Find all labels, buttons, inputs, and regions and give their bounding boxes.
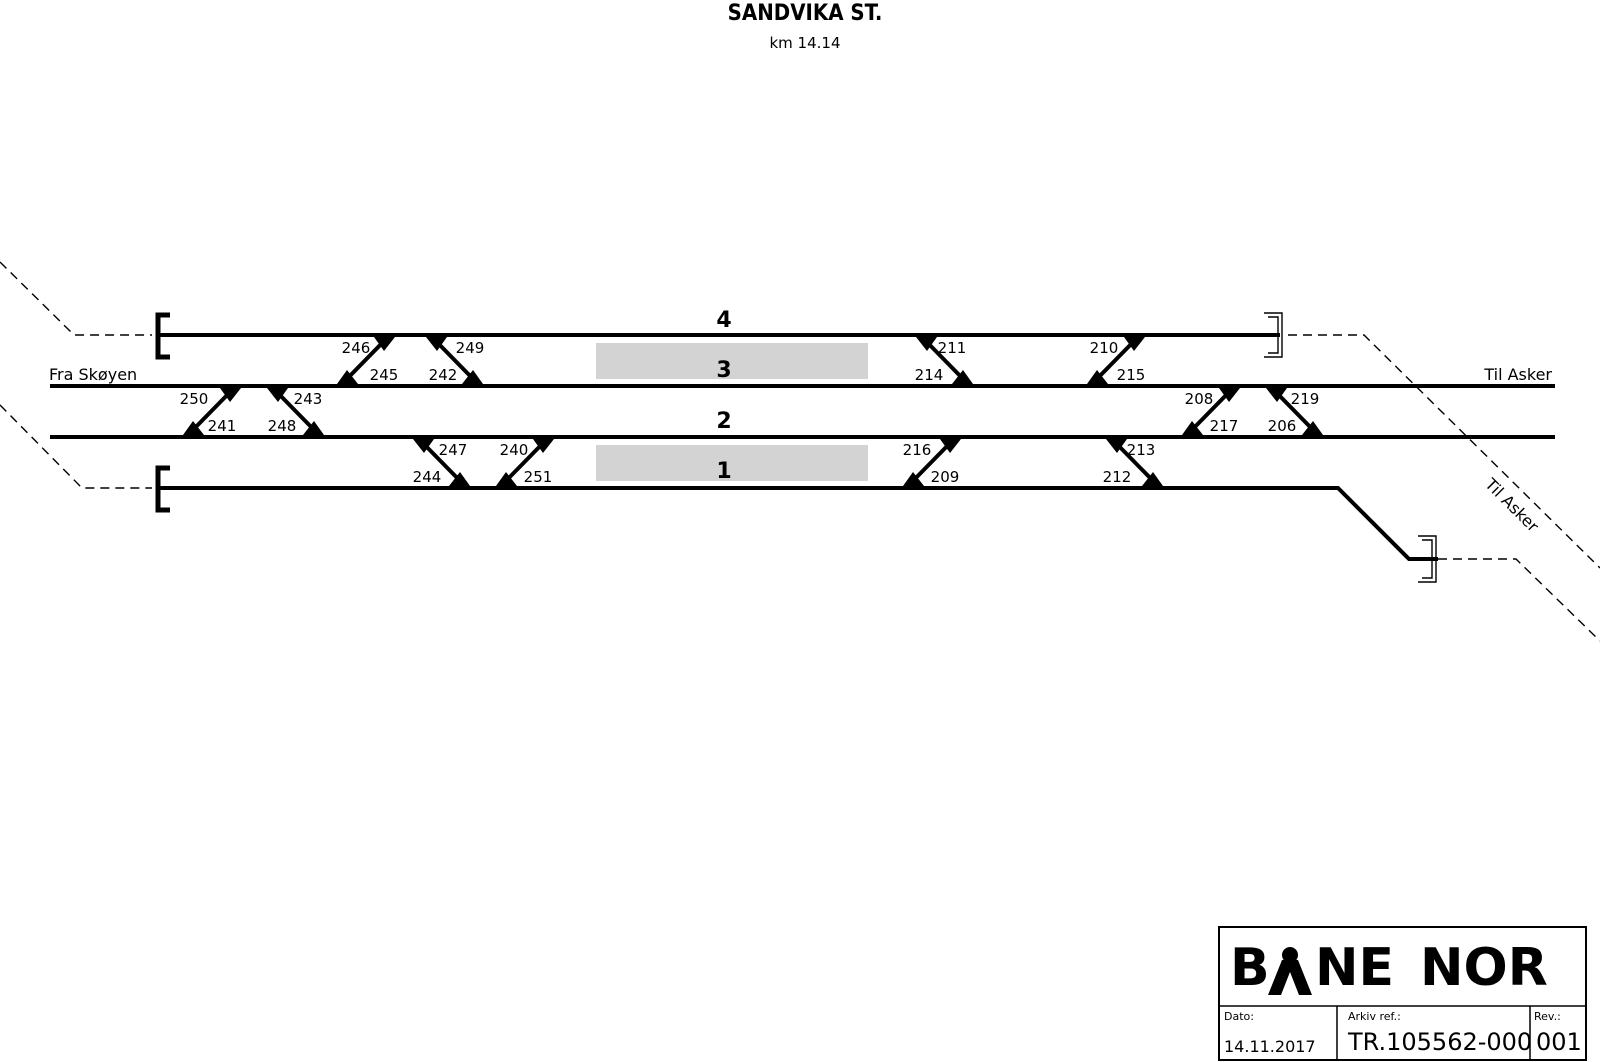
- switch-frog: [533, 439, 554, 453]
- switch-label: 248: [268, 417, 297, 435]
- date-label: Dato:: [1224, 1010, 1254, 1023]
- switch-label: 210: [1090, 339, 1119, 357]
- buffer-stop-left-track-4: [155, 312, 170, 360]
- switch-frog: [426, 337, 447, 351]
- switch-frog: [1182, 421, 1203, 435]
- track-label-1: 1: [716, 459, 731, 484]
- track-label-4: 4: [716, 308, 731, 333]
- switch-label: 209: [931, 468, 960, 486]
- switch-label: 244: [413, 468, 442, 486]
- switch-frog: [337, 370, 358, 384]
- switch-label: 215: [1117, 366, 1146, 384]
- switch-frog: [462, 370, 483, 384]
- switch-label: 242: [429, 366, 458, 384]
- dashed-line-lower-left: [0, 404, 152, 489]
- switch-frog: [1142, 472, 1163, 486]
- buffer-stop-right-track-4: [1264, 312, 1283, 358]
- switch-label: 216: [903, 441, 932, 459]
- rev-value: 001: [1536, 1028, 1582, 1056]
- switch-label: 214: [915, 366, 944, 384]
- switch-frog: [496, 472, 517, 486]
- logo-a-tunnel-mark: [1268, 947, 1312, 995]
- date-value: 14.11.2017: [1224, 1037, 1316, 1056]
- switch-frogs: [183, 337, 1323, 486]
- switch-frog: [183, 421, 204, 435]
- archive-label: Arkiv ref.:: [1348, 1010, 1401, 1023]
- switch-label: 219: [1291, 390, 1320, 408]
- switch-label: 213: [1127, 441, 1156, 459]
- switch-frog: [1124, 337, 1145, 351]
- switch-frog: [1302, 421, 1323, 435]
- dashed-line-upper-right: [1288, 334, 1600, 569]
- buffer-stop-left-track-1: [155, 465, 170, 513]
- track-label-3: 3: [716, 358, 731, 383]
- platform-upper: [596, 343, 868, 379]
- switch-label: 208: [1185, 390, 1214, 408]
- switch-label: 250: [180, 390, 209, 408]
- switch-label: 247: [439, 441, 468, 459]
- logo-letter-b: B: [1230, 938, 1270, 998]
- switch-label: 246: [342, 339, 371, 357]
- switch-frog: [267, 388, 288, 402]
- dashed-line-upper-left: [0, 261, 152, 336]
- dashed-line-lower-right: [1438, 558, 1600, 642]
- switch-labels: 246 249 245 242 211 210 214 215 250 243 …: [180, 339, 1320, 486]
- switch-label: 217: [1210, 417, 1239, 435]
- destination-fra-skoyen: Fra Skøyen: [49, 365, 137, 384]
- track-1: [158, 486, 1438, 561]
- platform-lower: [596, 445, 868, 481]
- switch-frog: [220, 388, 241, 402]
- switch-frog: [1219, 388, 1240, 402]
- switch-frog: [449, 472, 470, 486]
- title-block: B NE NOR Dato: 14.11.2017 Arkiv ref.: TR…: [1218, 926, 1587, 1061]
- title-block-frame: [1218, 926, 1587, 1061]
- switch-label: 241: [208, 417, 237, 435]
- switch-frog: [940, 439, 961, 453]
- switch-frog: [374, 337, 395, 351]
- switch-frog: [1087, 370, 1108, 384]
- rev-label: Rev.:: [1534, 1010, 1561, 1023]
- logo-letters-nor: NOR: [1420, 938, 1548, 998]
- switch-frog: [952, 370, 973, 384]
- switch-label: 211: [938, 339, 967, 357]
- switch-label: 212: [1103, 468, 1132, 486]
- buffer-stop-right-track-1: [1418, 535, 1437, 583]
- station-km: km 14.14: [769, 34, 840, 52]
- switch-label: 240: [500, 441, 529, 459]
- switch-frog: [1266, 388, 1287, 402]
- switch-label: 206: [1268, 417, 1297, 435]
- station-title: SANDVIKA ST.: [728, 1, 883, 26]
- switch-frog: [303, 421, 324, 435]
- logo-letters-ne: NE: [1315, 938, 1394, 998]
- destination-til-asker-main: Til Asker: [1483, 365, 1552, 384]
- switch-label: 243: [294, 390, 323, 408]
- bane-nor-logo: B NE NOR: [1230, 938, 1548, 998]
- switch-label: 245: [370, 366, 399, 384]
- switch-frog: [903, 472, 924, 486]
- archive-value: TR.105562-000: [1347, 1028, 1532, 1056]
- switch-label: 251: [524, 468, 553, 486]
- switch-frog: [413, 439, 434, 453]
- track-label-2: 2: [716, 409, 731, 434]
- switch-label: 249: [456, 339, 485, 357]
- switch-frog: [1106, 439, 1127, 453]
- switch-frog: [916, 337, 937, 351]
- destination-til-asker-branch: Til Asker: [1481, 474, 1543, 536]
